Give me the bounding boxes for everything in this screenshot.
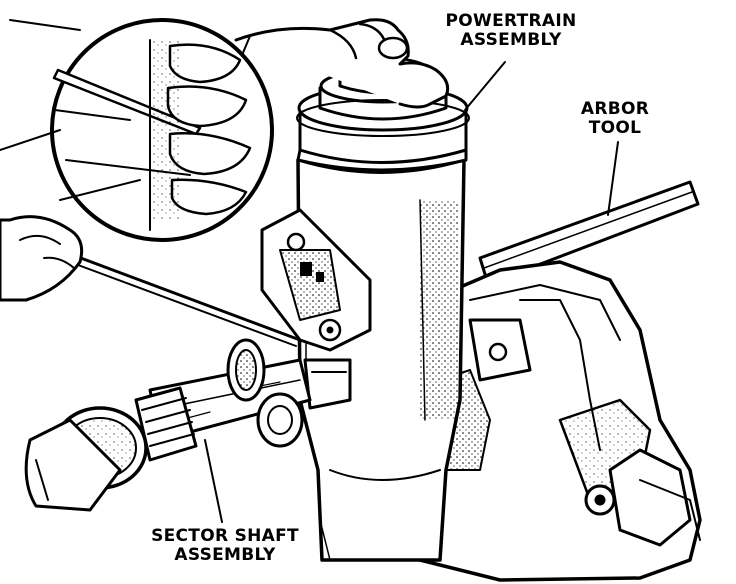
label-arbor-tool: ARBOR TOOL [572,100,658,138]
mounting-bracket [260,208,372,410]
label-sector-line1: SECTOR SHAFT [151,526,299,546]
hand-top [234,18,450,109]
powertrain-cylinder [296,148,468,562]
leader-sector [204,439,223,523]
seal-ring [226,338,304,448]
label-sector-shaft-assembly: SECTOR SHAFT ASSEMBLY [150,527,300,565]
label-powertrain-line1: POWERTRAIN [445,11,577,31]
label-arbor-line2: TOOL [588,118,642,138]
sector-flange [24,406,148,512]
label-sector-line2: ASSEMBLY [174,545,276,565]
gear-housing [418,260,702,582]
leader-arbor [607,141,619,216]
label-powertrain-assembly: POWERTRAIN ASSEMBLY [436,12,586,50]
label-powertrain-line2: ASSEMBLY [460,30,562,50]
screwdriver-tool [0,215,302,347]
leader-powertrain [464,61,506,111]
detail-inset [0,18,274,242]
label-arbor-line1: ARBOR [580,99,650,119]
